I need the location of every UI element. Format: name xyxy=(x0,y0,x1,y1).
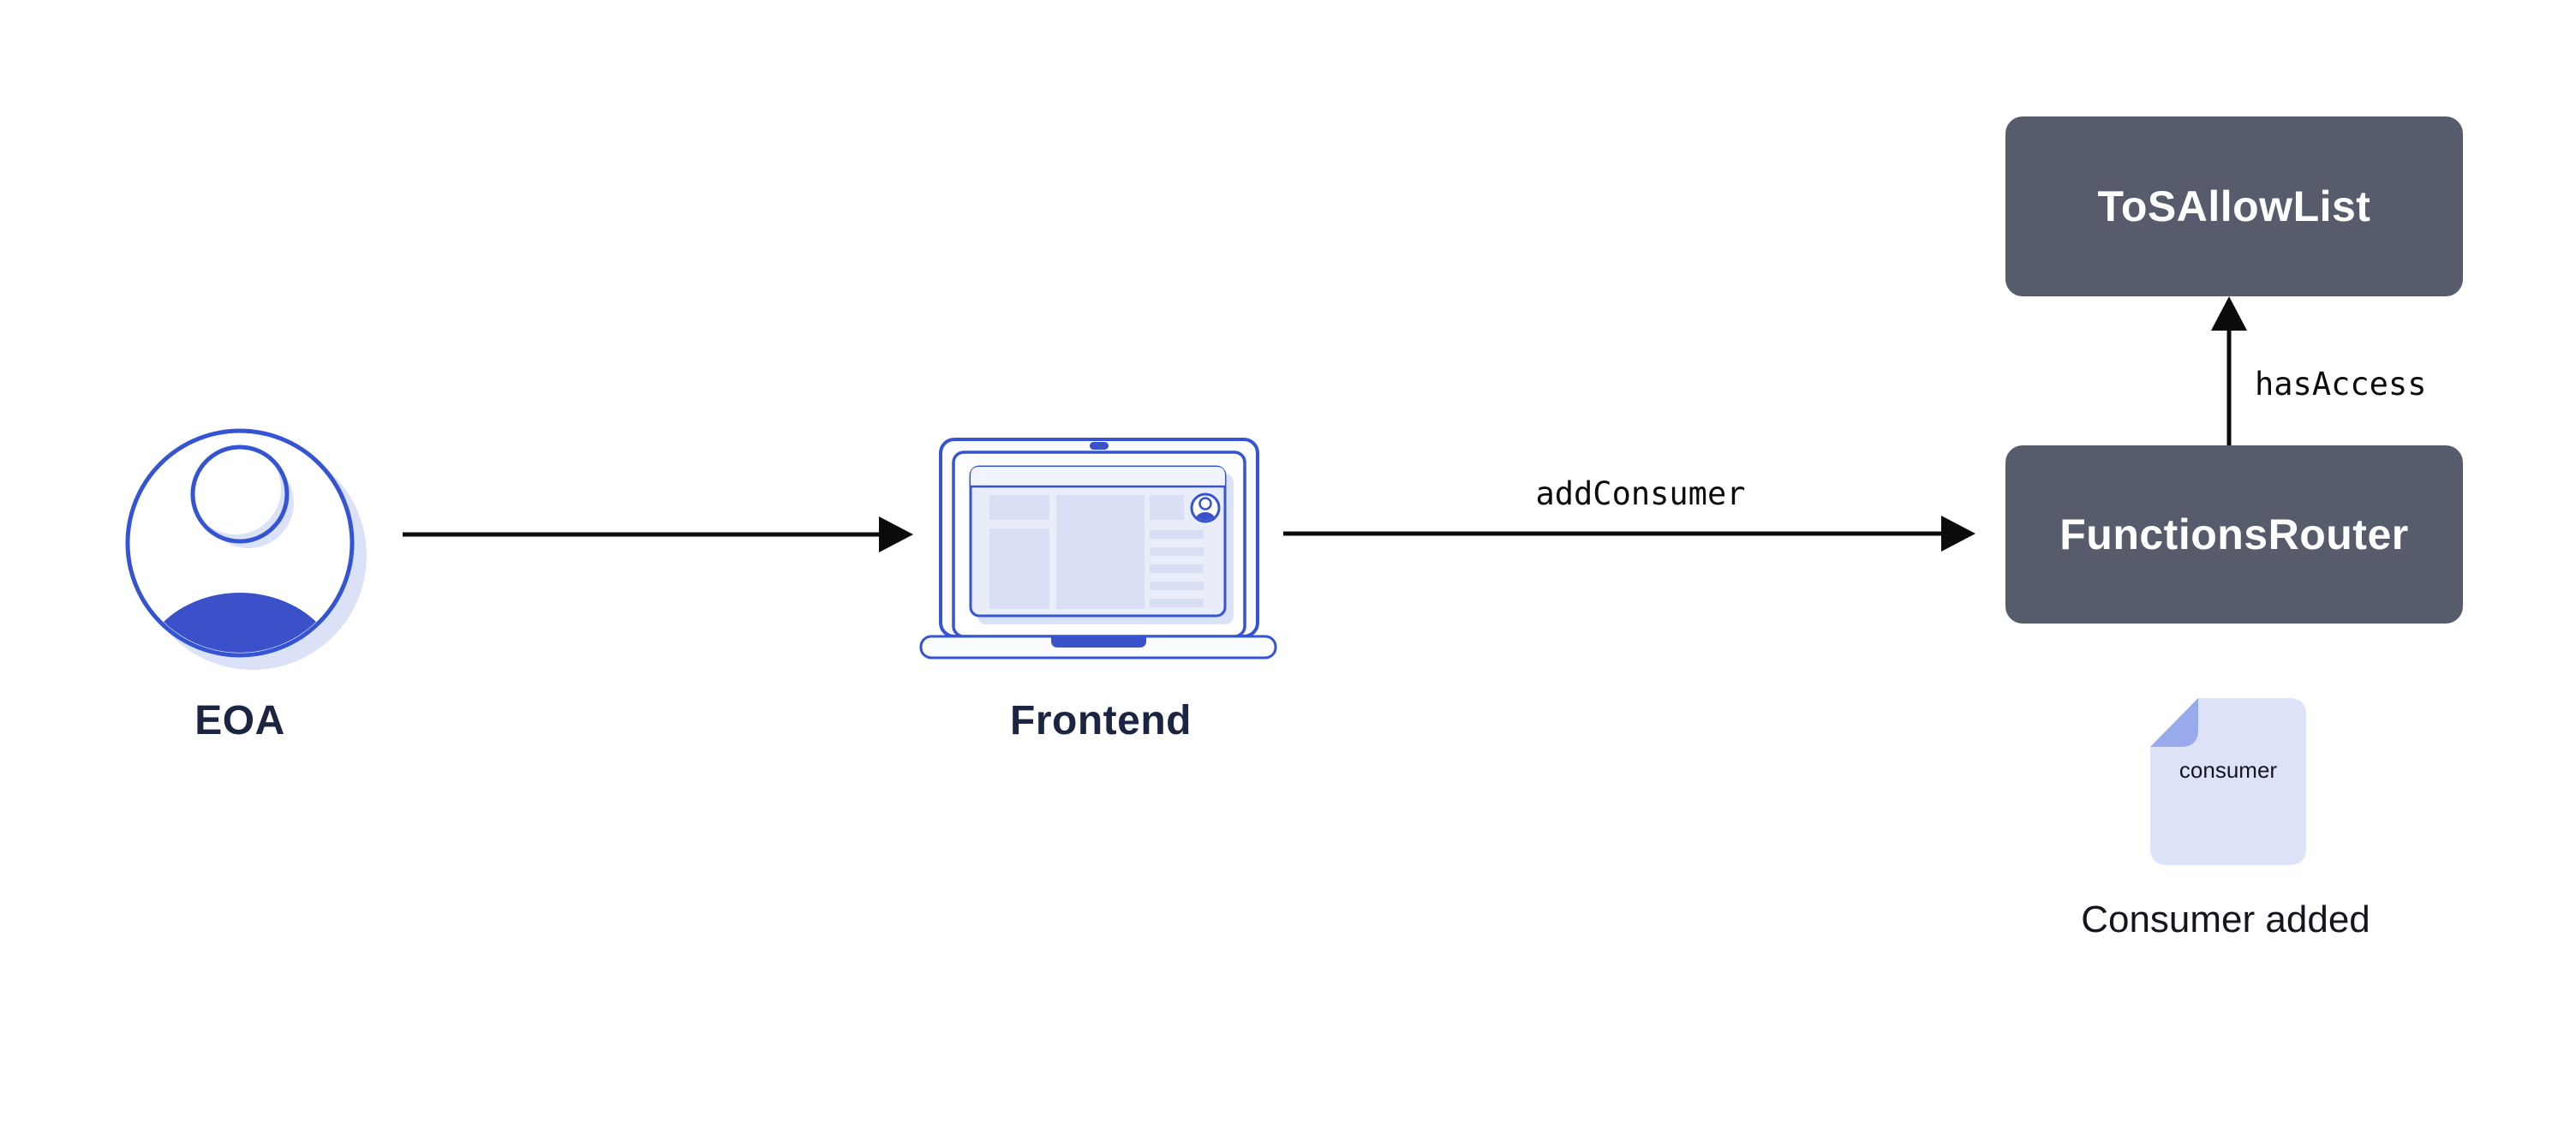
consumer-file-label: consumer xyxy=(2179,757,2278,783)
node-tosallowlist: ToSAllowList xyxy=(2005,116,2463,296)
consumer-added-caption: Consumer added xyxy=(2081,898,2370,940)
hasaccess-edge-label: hasAccess xyxy=(2255,366,2427,403)
browser-content-blocks xyxy=(989,495,1204,609)
browser-profile-icon xyxy=(1190,492,1221,523)
node-functionsrouter-label: FunctionsRouter xyxy=(2059,510,2409,558)
arrow-eoa-to-frontend xyxy=(403,516,913,552)
document-icon xyxy=(2150,698,2306,865)
eoa-label: EOA xyxy=(194,698,285,743)
node-functionsrouter: FunctionsRouter xyxy=(2005,445,2463,624)
avatar-head-fill xyxy=(190,444,281,534)
laptop-icon xyxy=(919,438,1277,660)
arrow-frontend-to-functionsrouter xyxy=(1283,516,1975,552)
laptop-base-notch xyxy=(1051,637,1146,648)
avatar-head-ring xyxy=(190,445,290,544)
user-avatar-icon xyxy=(125,428,367,670)
browser-header-bar xyxy=(971,467,1225,486)
avatar-shoulders xyxy=(138,593,342,653)
node-tosallowlist-label: ToSAllowList xyxy=(2097,182,2371,230)
arrow-functionsrouter-to-tosallowlist xyxy=(2211,296,2247,445)
laptop-camera-dot xyxy=(1090,442,1109,450)
frontend-label: Frontend xyxy=(1010,698,1192,743)
document-fold-corner xyxy=(2150,698,2198,747)
addconsumer-edge-label: addConsumer xyxy=(1535,475,1746,512)
